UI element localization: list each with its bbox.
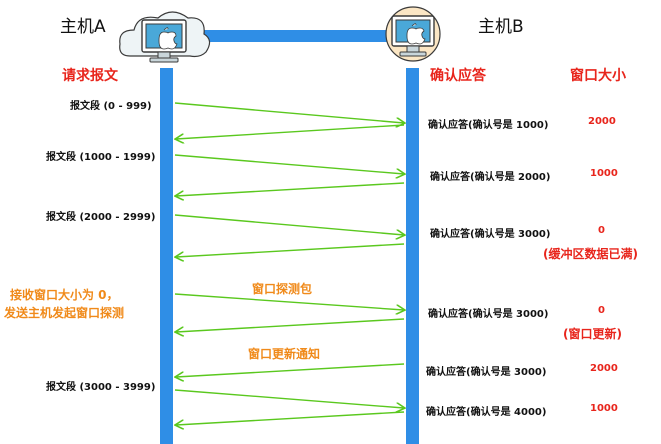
arrow-ack-3 [176, 243, 405, 257]
ack-label: 确认应答(确认号是 3000) [428, 309, 549, 320]
window-size: 1000 [590, 403, 618, 414]
window-note: (缓冲区数据已满) [543, 247, 638, 261]
ack-label: 确认应答(确认号是 4000) [426, 407, 547, 418]
segment-label: 报文段 (3000 - 3999) [46, 382, 156, 393]
window-size: 0 [598, 225, 605, 236]
segment-label: 报文段 (0 - 999) [70, 101, 152, 112]
sender-note-line2: 发送主机发起窗口探测 [4, 306, 125, 320]
arrow-ack-2 [176, 182, 405, 196]
window-size: 0 [598, 305, 605, 316]
window-note: (窗口更新) [563, 327, 622, 341]
ack-label: 确认应答(确认号是 2000) [430, 172, 551, 183]
window-size: 2000 [588, 116, 616, 127]
computer-icon [385, 6, 441, 62]
segment-label: 报文段 (1000 - 1999) [46, 152, 156, 163]
window-size: 1000 [590, 168, 618, 179]
update-label: 窗口更新通知 [248, 347, 321, 361]
arrow-probe [174, 293, 404, 310]
probe-label: 窗口探测包 [252, 282, 313, 296]
host-a-label: 主机A [60, 17, 106, 37]
sender-header: 请求报文 [62, 68, 118, 84]
sender-note-line1: 接收窗口大小为 0， [10, 288, 119, 302]
timeline-b [406, 68, 419, 444]
computer-icon [119, 11, 211, 63]
window-size: 2000 [590, 363, 618, 374]
ack-header: 确认应答 [430, 68, 486, 84]
window-header: 窗口大小 [570, 68, 626, 84]
arrow-segment-4 [174, 389, 404, 408]
arrow-segment-3 [174, 214, 404, 235]
arrow-window-update [176, 363, 405, 377]
ack-label: 确认应答(确认号是 1000) [428, 120, 549, 131]
ack-label: 确认应答(确认号是 3000) [426, 367, 547, 378]
arrow-ack-5 [176, 411, 405, 425]
arrow-segment-2 [174, 154, 404, 174]
arrow-ack-4 [176, 318, 405, 332]
ack-label: 确认应答(确认号是 3000) [430, 229, 551, 240]
timeline-a [160, 68, 173, 444]
arrow-segment-1 [174, 102, 404, 123]
arrow-ack-1 [176, 124, 405, 139]
segment-label: 报文段 (2000 - 2999) [46, 212, 156, 223]
host-b-label: 主机B [478, 17, 524, 37]
link-bar [195, 30, 390, 42]
